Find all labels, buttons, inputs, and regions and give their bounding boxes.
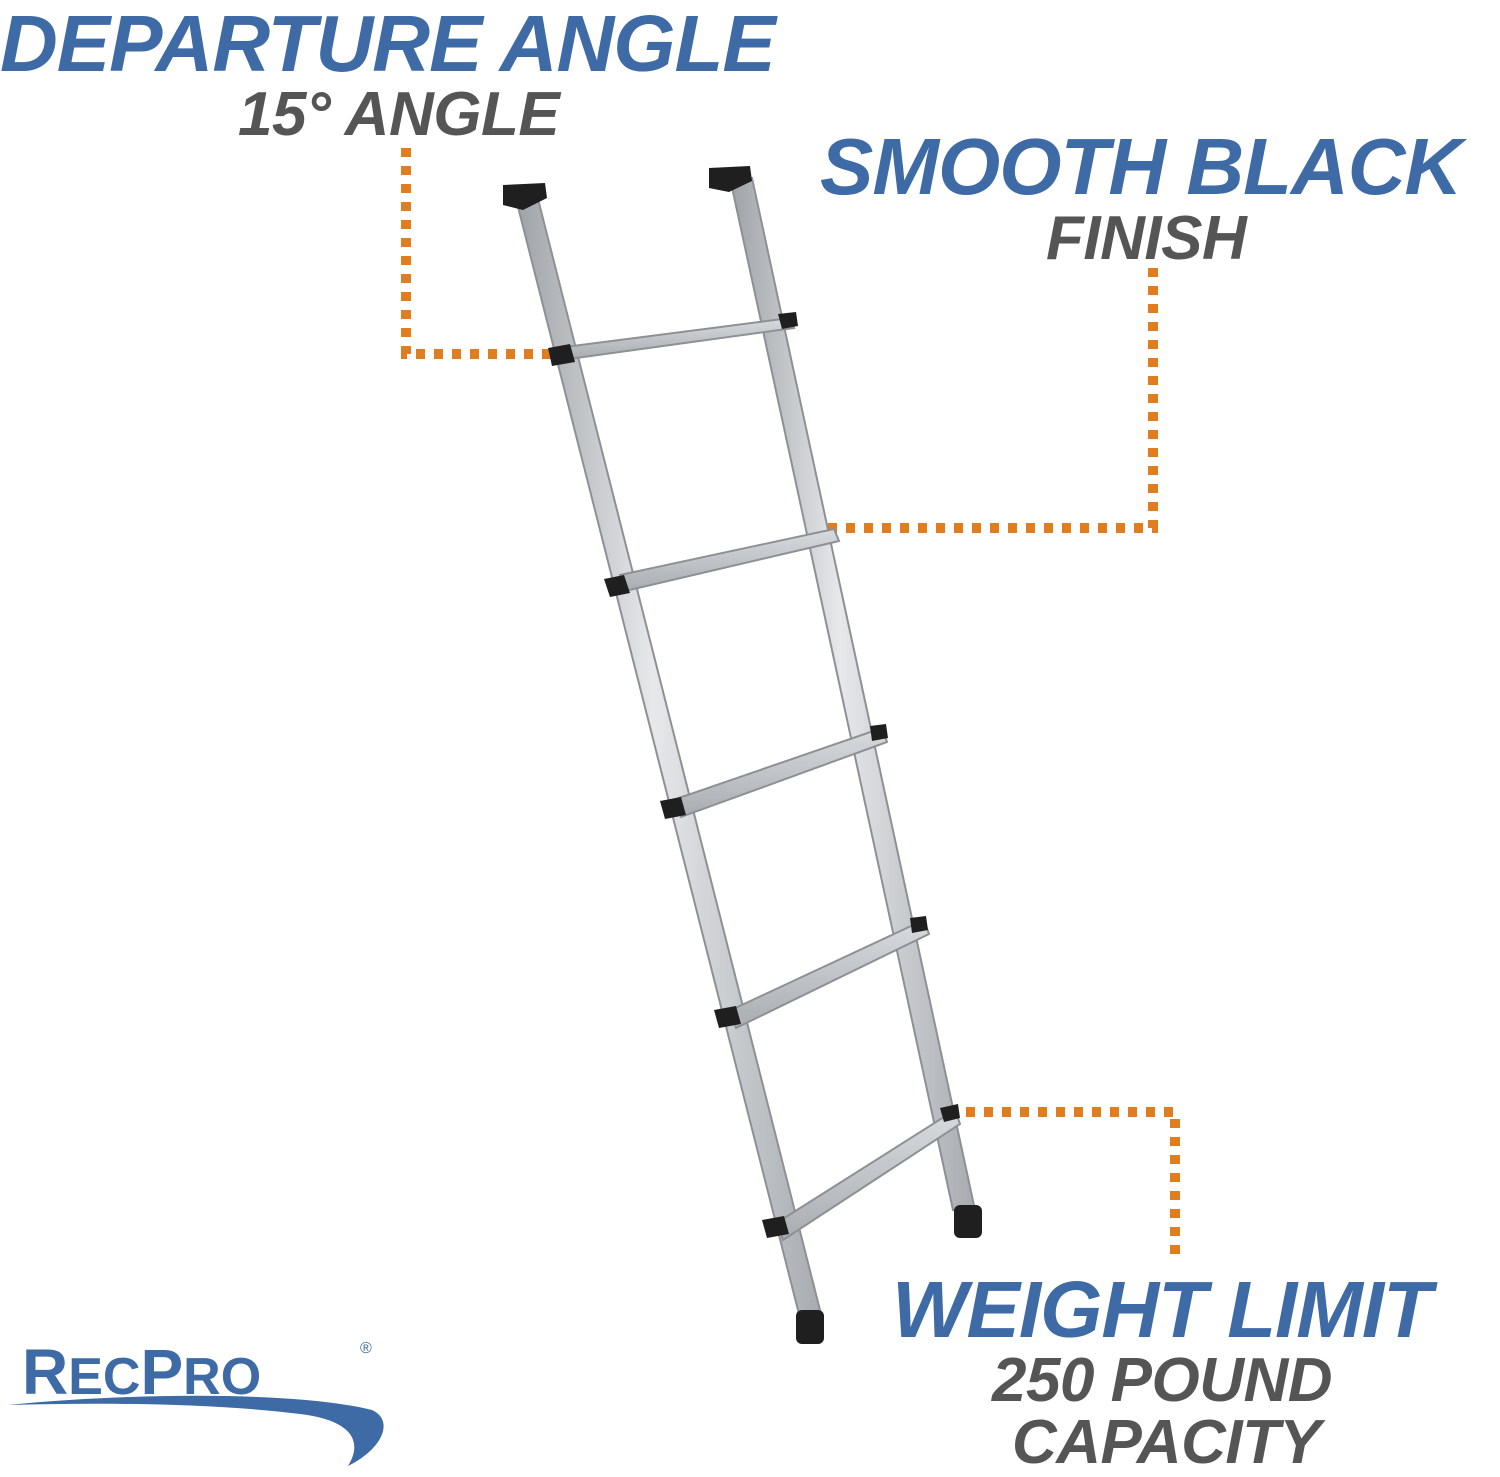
- logo-swoosh: [8, 1395, 384, 1466]
- weight-capacity-line1: 250 POUND: [992, 1346, 1333, 1415]
- ladder-step: [762, 1104, 962, 1242]
- weight-capacity-line2: CAPACITY: [1012, 1408, 1321, 1477]
- departure-angle-subtitle: 15° ANGLE: [238, 80, 560, 149]
- registered-mark: ®: [360, 1340, 372, 1357]
- left-foot: [796, 1310, 824, 1344]
- departure-angle-title: DEPARTURE ANGLE: [0, 0, 776, 88]
- smooth-black-title: SMOOTH BLACK: [820, 122, 1462, 211]
- ladder-step: [604, 527, 841, 597]
- ladder-step: [548, 312, 798, 366]
- ladder-step: [714, 916, 931, 1030]
- finish-leader-line: [828, 268, 1158, 533]
- rail-feet: [796, 1205, 982, 1344]
- departure-leader-line: [401, 148, 560, 359]
- right-top-cap: [709, 166, 752, 192]
- rail-top-caps: [503, 166, 752, 210]
- left-top-cap: [503, 183, 547, 210]
- right-rail: [728, 177, 977, 1211]
- finish-subtitle: FINISH: [1046, 204, 1247, 273]
- ladder-steps: [548, 312, 962, 1242]
- weight-leader-line: [948, 1107, 1180, 1262]
- right-foot: [954, 1205, 982, 1238]
- ladder-step: [660, 724, 889, 819]
- weight-limit-title: WEIGHT LIMIT: [892, 1265, 1432, 1354]
- recpro-logo-text: RECPRO: [22, 1336, 262, 1408]
- callout-leaders: [401, 148, 1180, 1262]
